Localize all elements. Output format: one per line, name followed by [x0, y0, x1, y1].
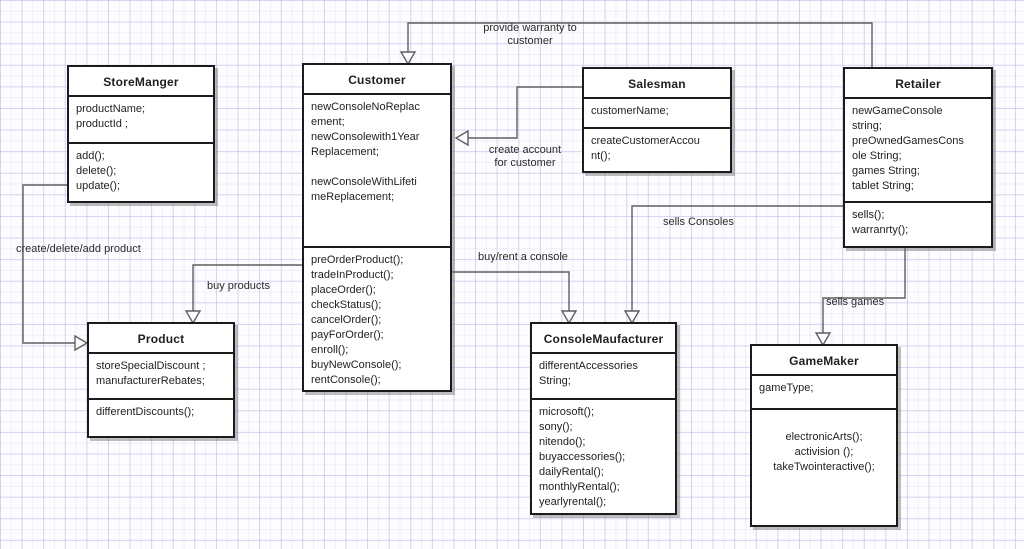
class-salesman: Salesman customerName; createCustomerAcc… — [582, 67, 732, 173]
class-retailer-name: Retailer — [845, 69, 991, 99]
edge-retailer-to-gamemaker — [822, 248, 906, 333]
class-customer-name: Customer — [304, 65, 450, 95]
arrowhead-into-customer-right — [454, 129, 469, 147]
class-product-methods: differentDiscounts(); — [96, 406, 195, 418]
class-retailer-methods: sells(); warranrty(); — [852, 209, 909, 236]
class-store-manger: StoreManger productName; productId ; add… — [67, 65, 215, 203]
class-game-maker-attributes: gameType; — [752, 376, 896, 410]
class-console-maufacturer-name: ConsoleMaufacturer — [532, 324, 675, 354]
class-customer: Customer newConsoleNoReplac ement; newCo… — [302, 63, 452, 392]
class-salesman-name: Salesman — [584, 69, 730, 99]
edge-customer-to-consolemaufacturer — [452, 271, 570, 311]
edge-salesman-to-customer — [468, 86, 582, 139]
class-console-maufacturer: ConsoleMaufacturer differentAccessories … — [530, 322, 677, 515]
arrowhead-into-product-left — [74, 334, 89, 352]
edge-label-create-account: create account for customer — [488, 144, 562, 169]
class-game-maker-methods: electronicArts(); activision (); takeTwo… — [773, 431, 875, 473]
class-store-manger-attributes: productName; productId ; — [69, 97, 213, 144]
class-product-name: Product — [89, 324, 233, 354]
edge-label-buy-rent-console: buy/rent a console — [478, 251, 568, 263]
edge-storemanger-to-product — [22, 184, 75, 344]
edge-label-buy-products: buy products — [207, 280, 270, 292]
class-customer-attributes: newConsoleNoReplac ement; newConsolewith… — [304, 95, 450, 248]
class-game-maker: GameMaker gameType; electronicArts(); ac… — [750, 344, 898, 527]
class-console-maufacturer-attributes: differentAccessories String; — [532, 354, 675, 400]
class-store-manger-methods: add(); delete(); update(); — [76, 150, 121, 192]
class-store-manger-name: StoreManger — [69, 67, 213, 97]
class-retailer: Retailer newGameConsole string; preOwned… — [843, 67, 993, 248]
edge-label-create-delete-add: create/delete/add product — [16, 243, 141, 255]
class-salesman-methods: createCustomerAccou nt(); — [591, 135, 700, 162]
class-salesman-attributes: customerName; — [584, 99, 730, 129]
class-customer-methods: preOrderProduct(); tradeInProduct(); pla… — [311, 254, 404, 386]
class-game-maker-name: GameMaker — [752, 346, 896, 376]
class-console-maufacturer-methods: microsoft(); sony(); nitendo(); buyacces… — [539, 406, 626, 508]
class-product-attributes: storeSpecialDiscount ; manufacturerRebat… — [89, 354, 233, 400]
edge-label-sells-consoles: sells Consoles — [663, 216, 734, 228]
class-retailer-attributes: newGameConsole string; preOwnedGamesCons… — [845, 99, 991, 203]
edge-label-sells-games: sells games — [826, 296, 885, 308]
edge-label-provide-warranty: provide warranty to customer — [483, 22, 577, 47]
class-product: Product storeSpecialDiscount ; manufactu… — [87, 322, 235, 438]
